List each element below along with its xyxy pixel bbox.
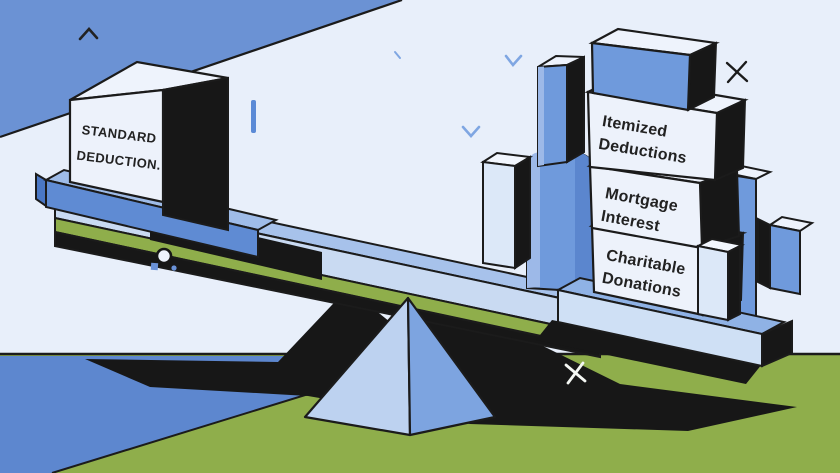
pale-pillar-front [697, 244, 729, 322]
standard-box-front [68, 88, 165, 204]
plank-underside [54, 230, 601, 359]
x-mark-icon [725, 60, 749, 84]
pyramid-right-face [406, 296, 497, 437]
right-slab-end-cap [761, 319, 793, 368]
chevron-down-icon-2 [504, 54, 523, 68]
small-blue-box-side [757, 217, 771, 290]
tall-column-side [566, 55, 585, 164]
slim-pillar-side [514, 155, 531, 270]
itemized-box-side [713, 98, 747, 182]
blue-dash-icon [251, 100, 256, 133]
white-x-mark-icon [564, 361, 587, 385]
slim-pillar-front [482, 160, 516, 270]
top-box-front [590, 41, 692, 112]
tiny-tick-icon [394, 51, 401, 59]
sky-edge-line [0, 0, 403, 139]
ring-icon [155, 247, 173, 265]
decorative-marks [78, 27, 749, 385]
standard-box-side [162, 76, 229, 232]
blue-square-icon [150, 262, 159, 271]
chevron-down-icon [461, 125, 481, 138]
pale-pillar-side [727, 244, 741, 322]
standard-deduction-box: STANDARD DEDUCTION. [68, 60, 229, 232]
left-slab-end-cap [35, 172, 47, 208]
blue-dot-icon [171, 265, 177, 271]
tall-column-highlight [538, 66, 544, 166]
fulcrum-pyramid [303, 296, 497, 437]
top-blue-box [588, 27, 720, 112]
caret-up-icon [78, 27, 99, 41]
front-pillars [480, 151, 815, 322]
mortgage-box-side [698, 167, 741, 250]
rounded-pillar-shade [575, 152, 593, 290]
right-slab-shadow [536, 320, 762, 384]
small-blue-box-front [769, 223, 801, 296]
